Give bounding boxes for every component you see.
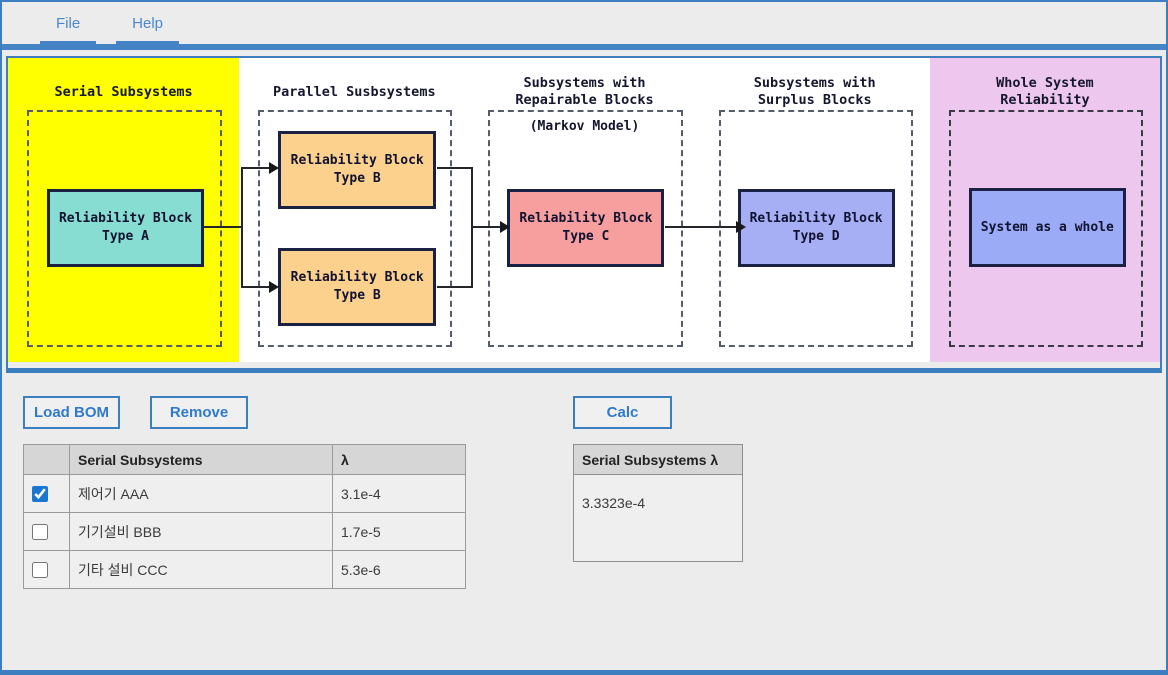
- dashed-group-box: [948, 110, 1144, 347]
- connector-to-b2: [241, 286, 269, 288]
- table-row: 기타 설비 CCC 5.3e-6: [23, 550, 466, 589]
- calc-button[interactable]: Calc: [573, 396, 672, 429]
- block-label-line: Reliability Block: [290, 270, 424, 285]
- connector-to-b1: [241, 167, 269, 169]
- block-type-d: Reliability Block Type D: [737, 189, 895, 267]
- panel-title: Whole System Reliability: [930, 75, 1160, 109]
- block-type-b-top: Reliability Block Type B: [278, 131, 437, 209]
- diagram-panels: Serial Subsystems Reliability Block Type…: [8, 58, 1161, 362]
- block-label-line: Type C: [562, 229, 610, 244]
- panel-title-line: Surplus Blocks: [757, 92, 872, 108]
- lambda-cell: 5.3e-6: [332, 550, 466, 589]
- connector-b2-out: [437, 286, 473, 288]
- checkbox-cell: [23, 474, 70, 513]
- load-bom-button[interactable]: Load BOM: [23, 396, 120, 429]
- lambda-column-header: λ: [332, 444, 466, 475]
- panel-parallel-subsystems: Parallel Susbsystems Reliability Block T…: [239, 58, 470, 362]
- menu-bar: File Help: [2, 2, 1166, 50]
- panel-title: Parallel Susbsystems: [239, 75, 469, 101]
- panel-title-line: Repairable Blocks: [515, 92, 654, 108]
- block-label-line: System as a whole: [980, 219, 1114, 235]
- panel-title-line: Parallel Susbsystems: [273, 84, 436, 100]
- row-checkbox[interactable]: [32, 485, 48, 502]
- name-cell: 기타 설비 CCC: [69, 550, 333, 589]
- block-system-as-whole: System as a whole: [968, 188, 1126, 267]
- block-label-line: Type B: [333, 171, 381, 186]
- dashed-group-box: [718, 110, 913, 347]
- panel-title: Subsystems with Surplus Blocks: [700, 75, 930, 109]
- connector-c-to-d: [665, 226, 736, 228]
- dashed-group-box: [258, 110, 453, 347]
- block-type-c: Reliability Block Type C: [507, 189, 665, 267]
- lambda-cell: 1.7e-5: [332, 512, 466, 551]
- menu-help[interactable]: Help: [116, 5, 179, 49]
- dashed-group-box: [27, 110, 223, 347]
- arrowhead-right-icon: [736, 221, 746, 233]
- panel-whole-system: Whole System Reliability System as a who…: [929, 58, 1161, 362]
- block-label-line: Type B: [333, 288, 381, 303]
- markov-model-note: (Markov Model): [529, 119, 640, 134]
- row-checkbox[interactable]: [32, 561, 48, 578]
- remove-button[interactable]: Remove: [150, 396, 248, 429]
- block-type-b-bottom: Reliability Block Type B: [278, 248, 437, 326]
- block-label-line: Reliability Block: [519, 211, 653, 226]
- checkbox-column-header: [23, 444, 70, 475]
- reliability-diagram: Serial Subsystems Reliability Block Type…: [6, 56, 1162, 373]
- lambda-cell: 3.1e-4: [332, 474, 466, 513]
- panel-title-line: Whole System: [996, 75, 1094, 91]
- checkbox-cell: [23, 512, 70, 551]
- block-type-a: Reliability Block Type A: [47, 189, 204, 267]
- arrowhead-right-icon: [500, 221, 510, 233]
- result-column-header: Serial Subsystems λ: [573, 444, 743, 475]
- name-cell: 기기설비 BBB: [69, 512, 333, 551]
- connector-to-c: [471, 226, 500, 228]
- result-value-cell: 3.3323e-4: [573, 474, 743, 562]
- dashed-group-box: [488, 110, 683, 347]
- panel-title-line: Reliability: [1000, 92, 1090, 108]
- table-row: 3.3323e-4: [573, 474, 743, 562]
- block-label-line: Reliability Block: [290, 153, 424, 168]
- panel-title-line: Subsystems with: [753, 75, 876, 91]
- result-table: Serial Subsystems λ 3.3323e-4: [573, 444, 743, 562]
- panel-title: Subsystems with Repairable Blocks: [469, 75, 699, 109]
- row-checkbox[interactable]: [32, 523, 48, 540]
- name-cell: 제어기 AAA: [69, 474, 333, 513]
- table-row: 제어기 AAA 3.1e-4: [23, 474, 466, 513]
- bom-table-header-row: Serial Subsystems λ: [23, 444, 466, 475]
- arrowhead-right-icon: [269, 162, 279, 174]
- panel-repairable-blocks: Subsystems with Repairable Blocks (Marko…: [469, 58, 700, 362]
- menu-file[interactable]: File: [40, 5, 97, 49]
- panel-title: Serial Subsystems: [8, 75, 239, 101]
- checkbox-cell: [23, 550, 70, 589]
- bom-table: Serial Subsystems λ 제어기 AAA 3.1e-4 기기설비 …: [23, 444, 466, 589]
- name-column-header: Serial Subsystems: [69, 444, 333, 475]
- block-label-line: Type A: [102, 229, 149, 244]
- connector-b1-out: [437, 167, 473, 169]
- table-row: 기기설비 BBB 1.7e-5: [23, 512, 466, 551]
- connector-branch-vertical: [241, 167, 243, 287]
- panel-surplus-blocks: Subsystems with Surplus Blocks Reliabili…: [699, 58, 930, 362]
- block-label-line: Reliability Block: [749, 211, 883, 226]
- panel-title-line: Serial Subsystems: [54, 84, 193, 100]
- block-label-line: Reliability Block: [58, 211, 193, 226]
- panel-title-line: Subsystems with: [523, 75, 646, 91]
- result-table-header-row: Serial Subsystems λ: [573, 444, 743, 475]
- block-label-line: Type D: [792, 229, 840, 244]
- connector-a-out: [204, 226, 242, 228]
- arrowhead-right-icon: [269, 281, 279, 293]
- panel-serial-subsystems: Serial Subsystems Reliability Block Type…: [8, 58, 240, 362]
